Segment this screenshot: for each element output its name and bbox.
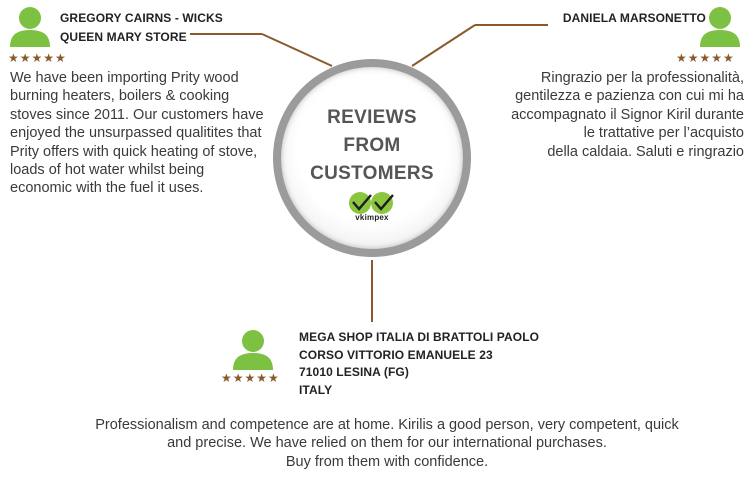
rating-stars: ★★★★★ — [221, 371, 280, 385]
rating-stars: ★★★★★ — [8, 51, 67, 65]
reviewer-name-line: MEGA SHOP ITALIA DI BRATTOLI PAOLO — [299, 330, 540, 344]
badge-title-line: FROM — [343, 135, 401, 156]
review-text-line: le trattative per l’acquisto — [583, 125, 744, 142]
review-text: We have been importing Prity wood burnin… — [10, 70, 264, 197]
logo-text: vkimpex — [355, 213, 389, 222]
badge-title-line: REVIEWS — [327, 107, 417, 128]
reviewer-name-line: GREGORY CAIRNS - WICKS — [60, 11, 223, 25]
connector-line-right-diagonal — [411, 24, 476, 67]
reviewer-address-line: 71010 LESINA (FG) — [299, 365, 409, 379]
review-text-line: gentilezza e pazienza con cui mi ha — [515, 88, 744, 105]
reviewer-store-line: QUEEN MARY STORE — [60, 30, 187, 44]
badge-title-line: CUSTOMERS — [310, 163, 434, 184]
user-avatar-icon — [233, 330, 273, 370]
review-text-line: Professionalism and competence are at ho… — [95, 417, 679, 433]
reviewer-address-line: CORSO VITTORIO EMANUELE 23 — [299, 347, 493, 362]
connector-line-left-diagonal — [261, 33, 333, 67]
review-text: Professionalism and competence are at ho… — [40, 416, 734, 471]
reviewer-country-line: ITALY — [299, 382, 333, 397]
review-text-line: and precise. We have relied on them for … — [167, 435, 607, 452]
reviewer-name: GREGORY CAIRNS - WICKS QUEEN MARY STORE — [60, 9, 223, 47]
rating-stars: ★★★★★ — [676, 51, 735, 65]
reviewer-name: DANIELA MARSONETTO — [562, 11, 706, 25]
review-text-line: della caldaia. Saluti e ringrazio — [547, 143, 744, 160]
reviews-badge-inner: REVIEWS FROM CUSTOMERS vkimpex — [281, 67, 463, 249]
review-text-line: Ringrazio per la professionalità, — [540, 70, 744, 86]
reviews-badge: REVIEWS FROM CUSTOMERS vkimpex — [273, 59, 471, 257]
reviewer-name: MEGA SHOP ITALIA DI BRATTOLI PAOLO CORSO… — [299, 329, 539, 399]
user-avatar-icon — [700, 7, 740, 47]
review-text-line: Buy from them with confidence. — [285, 453, 489, 470]
review-text-line: accompagnato il Signor Kiril durante — [511, 106, 744, 123]
review-text: Ringrazio per la professionalità, gentil… — [470, 69, 744, 161]
vkimpex-logo-icon — [349, 192, 394, 214]
user-avatar-icon — [10, 7, 50, 47]
